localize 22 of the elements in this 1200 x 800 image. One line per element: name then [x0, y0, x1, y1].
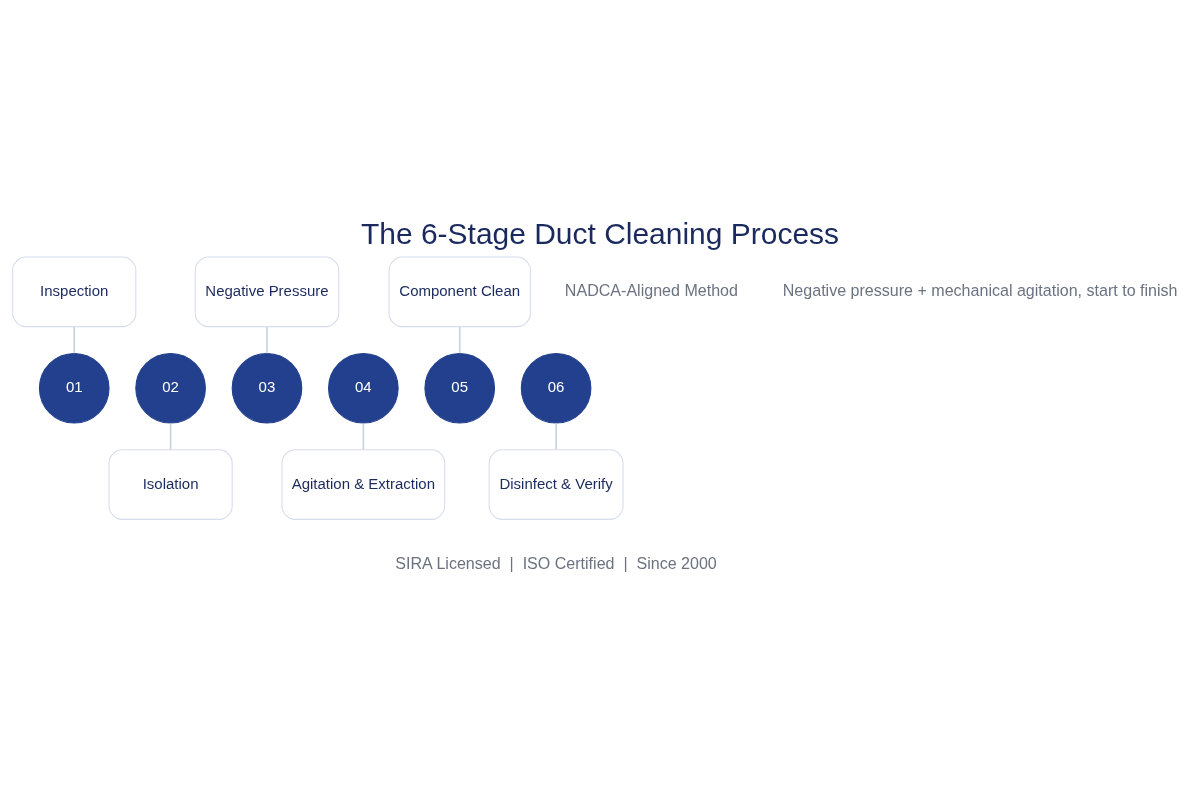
diagram-title: The 6-Stage Duct Cleaning Process: [360, 216, 840, 250]
node-circle: 03: [231, 352, 303, 424]
connector: [458, 326, 461, 354]
connector: [266, 326, 268, 354]
node-circle: 04: [328, 352, 399, 424]
connector: [169, 422, 172, 451]
label: Negative pressure + mechanical agitation, start to finish: [782, 280, 1178, 299]
node-box: Isolation: [108, 449, 233, 520]
node-box: Component Clean: [388, 256, 531, 328]
node-box: Disinfect & Verify: [488, 449, 624, 520]
node-circle: 06: [520, 352, 592, 424]
connector: [362, 422, 365, 451]
node-circle: 01: [38, 352, 110, 424]
node-box: Agitation & Extraction: [281, 449, 446, 520]
node-circle: 02: [135, 352, 206, 424]
label: SIRA Licensed | ISO Certified | Since 2000: [395, 554, 717, 573]
label: NADCA-Aligned Method: [564, 280, 738, 299]
node-box: Negative Pressure: [194, 256, 340, 328]
connector: [73, 326, 76, 354]
node-box: Inspection: [12, 256, 137, 328]
node-circle: 05: [424, 352, 496, 424]
connector: [555, 422, 557, 451]
